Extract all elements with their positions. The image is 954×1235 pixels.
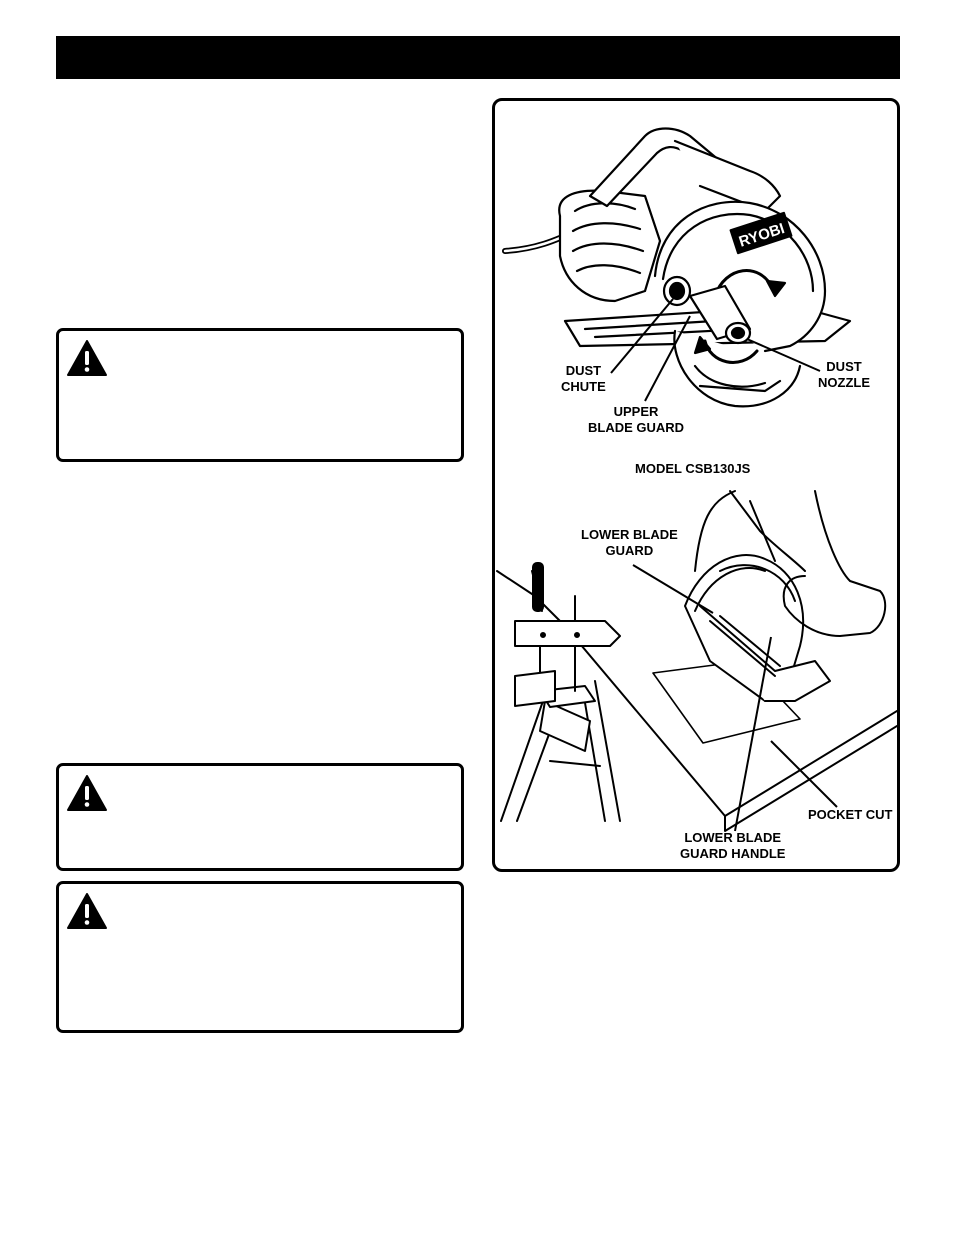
warning-box-2 xyxy=(56,763,464,871)
circular-saw-illustration xyxy=(502,127,852,408)
bottom-leader-lines xyxy=(632,564,838,832)
label-lower-blade-guard-line2: GUARD xyxy=(605,543,654,558)
label-dust-nozzle: DUST NOZZLE xyxy=(818,359,870,391)
top-leader-lines xyxy=(610,298,821,402)
label-dust-chute-line2: CHUTE xyxy=(561,379,606,394)
label-upper-blade-guard-line1: UPPER xyxy=(613,404,659,419)
label-dust-chute: DUST CHUTE xyxy=(561,363,606,395)
figure-panel: RYOBI xyxy=(492,98,900,872)
warning-box-1 xyxy=(56,328,464,462)
label-lower-blade-guard: LOWER BLADE GUARD xyxy=(581,527,678,559)
label-lower-blade-guard-handle-line1: LOWER BLADE xyxy=(684,830,782,845)
warning-triangle-icon xyxy=(67,775,107,811)
label-dust-nozzle-line1: DUST xyxy=(826,359,862,374)
label-upper-blade-guard: UPPER BLADE GUARD xyxy=(588,404,684,436)
label-lower-blade-guard-line1: LOWER BLADE xyxy=(581,527,678,542)
warning-triangle-icon xyxy=(67,893,107,929)
figure-illustrations: RYOBI xyxy=(496,127,897,832)
label-dust-chute-line1: DUST xyxy=(565,363,602,378)
warning-box-3 xyxy=(56,881,464,1033)
pocket-cut-illustration xyxy=(496,490,897,832)
label-dust-nozzle-line2: NOZZLE xyxy=(818,375,870,390)
label-lower-blade-guard-handle: LOWER BLADE GUARD HANDLE xyxy=(680,830,785,862)
label-pocket-cut: POCKET CUT xyxy=(808,807,893,822)
label-upper-blade-guard-line2: BLADE GUARD xyxy=(588,420,685,435)
section-header-bar xyxy=(56,36,900,79)
label-lower-blade-guard-handle-line2: GUARD HANDLE xyxy=(680,846,786,861)
warning-triangle-icon xyxy=(67,340,107,376)
label-model: MODEL CSB130JS xyxy=(635,461,751,476)
